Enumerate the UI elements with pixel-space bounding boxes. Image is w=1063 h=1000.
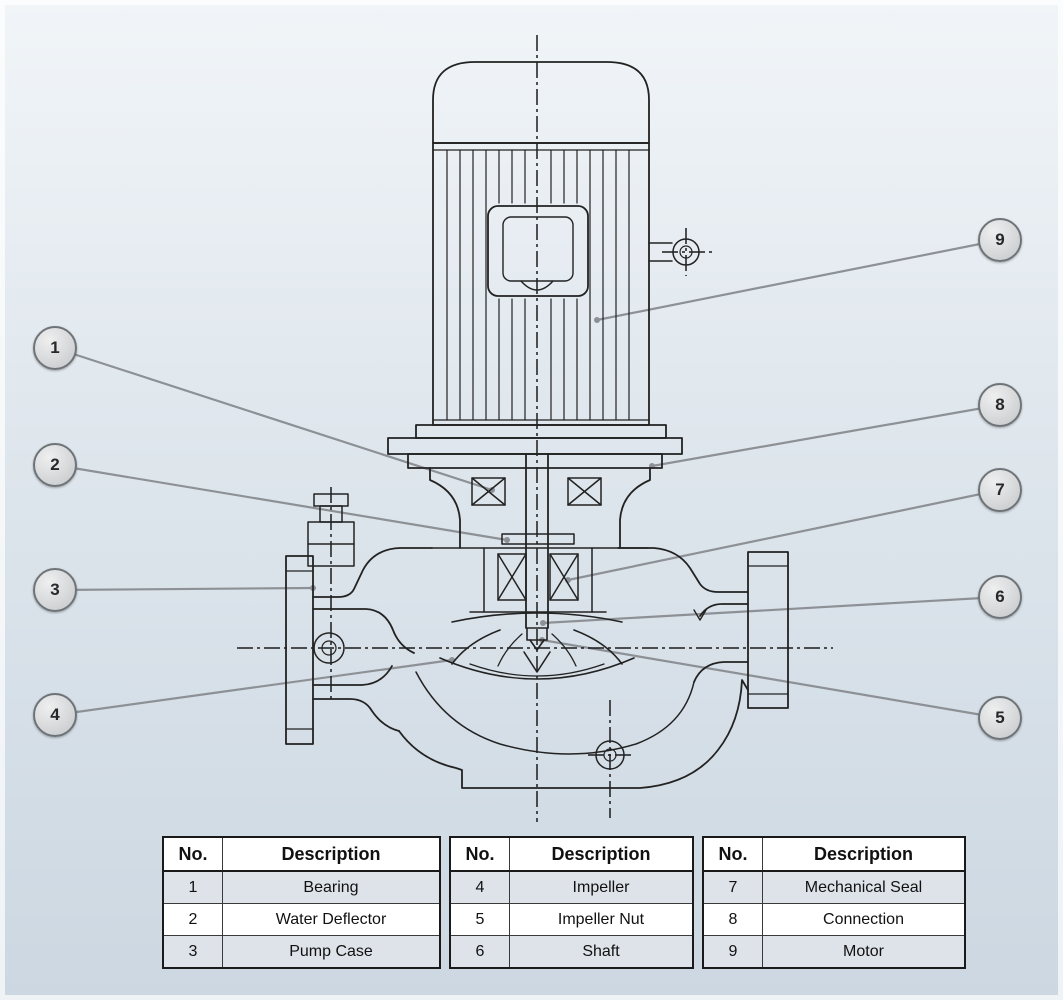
callout-badge-6: 6 xyxy=(978,575,1022,619)
part-no: 7 xyxy=(702,870,763,904)
callout-badge-4: 4 xyxy=(33,693,77,737)
mechanical-seal xyxy=(431,547,649,613)
parts-table-3: No. Description 7 Mechanical Seal 8 Conn… xyxy=(702,836,966,969)
parts-tables: No. Description 1 Bearing 2 Water Deflec… xyxy=(162,836,966,969)
part-no: 8 xyxy=(702,903,763,936)
motor-cap xyxy=(432,61,650,144)
callout-badge-7: 7 xyxy=(978,468,1022,512)
part-no: 3 xyxy=(162,935,223,969)
callout-badge-9: 9 xyxy=(978,218,1022,262)
table-row: 7 Mechanical Seal xyxy=(702,870,966,904)
callout-number: 4 xyxy=(50,705,60,724)
callout-number: 3 xyxy=(50,580,60,599)
callout-number: 6 xyxy=(995,587,1005,606)
part-description: Impeller xyxy=(509,870,694,904)
table-row: 4 Impeller xyxy=(449,870,694,904)
part-no: 9 xyxy=(702,935,763,969)
motor-fins xyxy=(446,149,630,421)
part-description: Bearing xyxy=(222,870,441,904)
callout-number: 8 xyxy=(995,395,1005,414)
part-no: 1 xyxy=(162,870,223,904)
callout-number: 7 xyxy=(995,480,1005,499)
part-description: Mechanical Seal xyxy=(762,870,966,904)
table-row: 1 Bearing xyxy=(162,870,441,904)
table-header-no: No. xyxy=(162,836,223,872)
table-header-description: Description xyxy=(222,836,441,872)
water-deflector xyxy=(501,533,575,545)
pump-outline xyxy=(285,61,789,789)
part-description: Pump Case xyxy=(222,935,441,969)
parts-table-2: No. Description 4 Impeller 5 Impeller Nu… xyxy=(449,836,694,969)
pump-casing xyxy=(285,493,789,789)
junction-box xyxy=(487,205,589,297)
table-header-no: No. xyxy=(702,836,763,872)
table-header-no: No. xyxy=(449,836,510,872)
callout-badge-3: 3 xyxy=(33,568,77,612)
callout-badge-1: 1 xyxy=(33,326,77,370)
callout-number: 9 xyxy=(995,230,1005,249)
table-header-description: Description xyxy=(509,836,694,872)
table-row: 2 Water Deflector xyxy=(162,903,441,936)
table-header-description: Description xyxy=(762,836,966,872)
part-no: 2 xyxy=(162,903,223,936)
part-no: 4 xyxy=(449,870,510,904)
table-row: 3 Pump Case xyxy=(162,935,441,969)
connection-flange xyxy=(387,424,683,549)
part-description: Impeller Nut xyxy=(509,903,694,936)
callout-number: 2 xyxy=(50,455,60,474)
table-row: 8 Connection xyxy=(702,903,966,936)
motor-side-boss xyxy=(648,238,700,266)
centerlines xyxy=(237,35,833,822)
vent-plug xyxy=(307,493,355,567)
part-description: Water Deflector xyxy=(222,903,441,936)
motor-body xyxy=(432,142,650,426)
part-description: Motor xyxy=(762,935,966,969)
table-row: 9 Motor xyxy=(702,935,966,969)
callout-badge-2: 2 xyxy=(33,443,77,487)
part-description: Connection xyxy=(762,903,966,936)
impeller xyxy=(439,612,635,680)
bearing-symbols xyxy=(471,477,602,506)
callout-badge-8: 8 xyxy=(978,383,1022,427)
table-row: 6 Shaft xyxy=(449,935,694,969)
leader-lines xyxy=(54,238,1001,720)
impeller-nut xyxy=(526,627,548,651)
parts-table-1: No. Description 1 Bearing 2 Water Deflec… xyxy=(162,836,441,969)
callout-badge-5: 5 xyxy=(978,696,1022,740)
part-description: Shaft xyxy=(509,935,694,969)
part-no: 6 xyxy=(449,935,510,969)
table-row: 5 Impeller Nut xyxy=(449,903,694,936)
callout-number: 1 xyxy=(50,338,60,357)
callout-number: 5 xyxy=(995,708,1005,727)
part-no: 5 xyxy=(449,903,510,936)
